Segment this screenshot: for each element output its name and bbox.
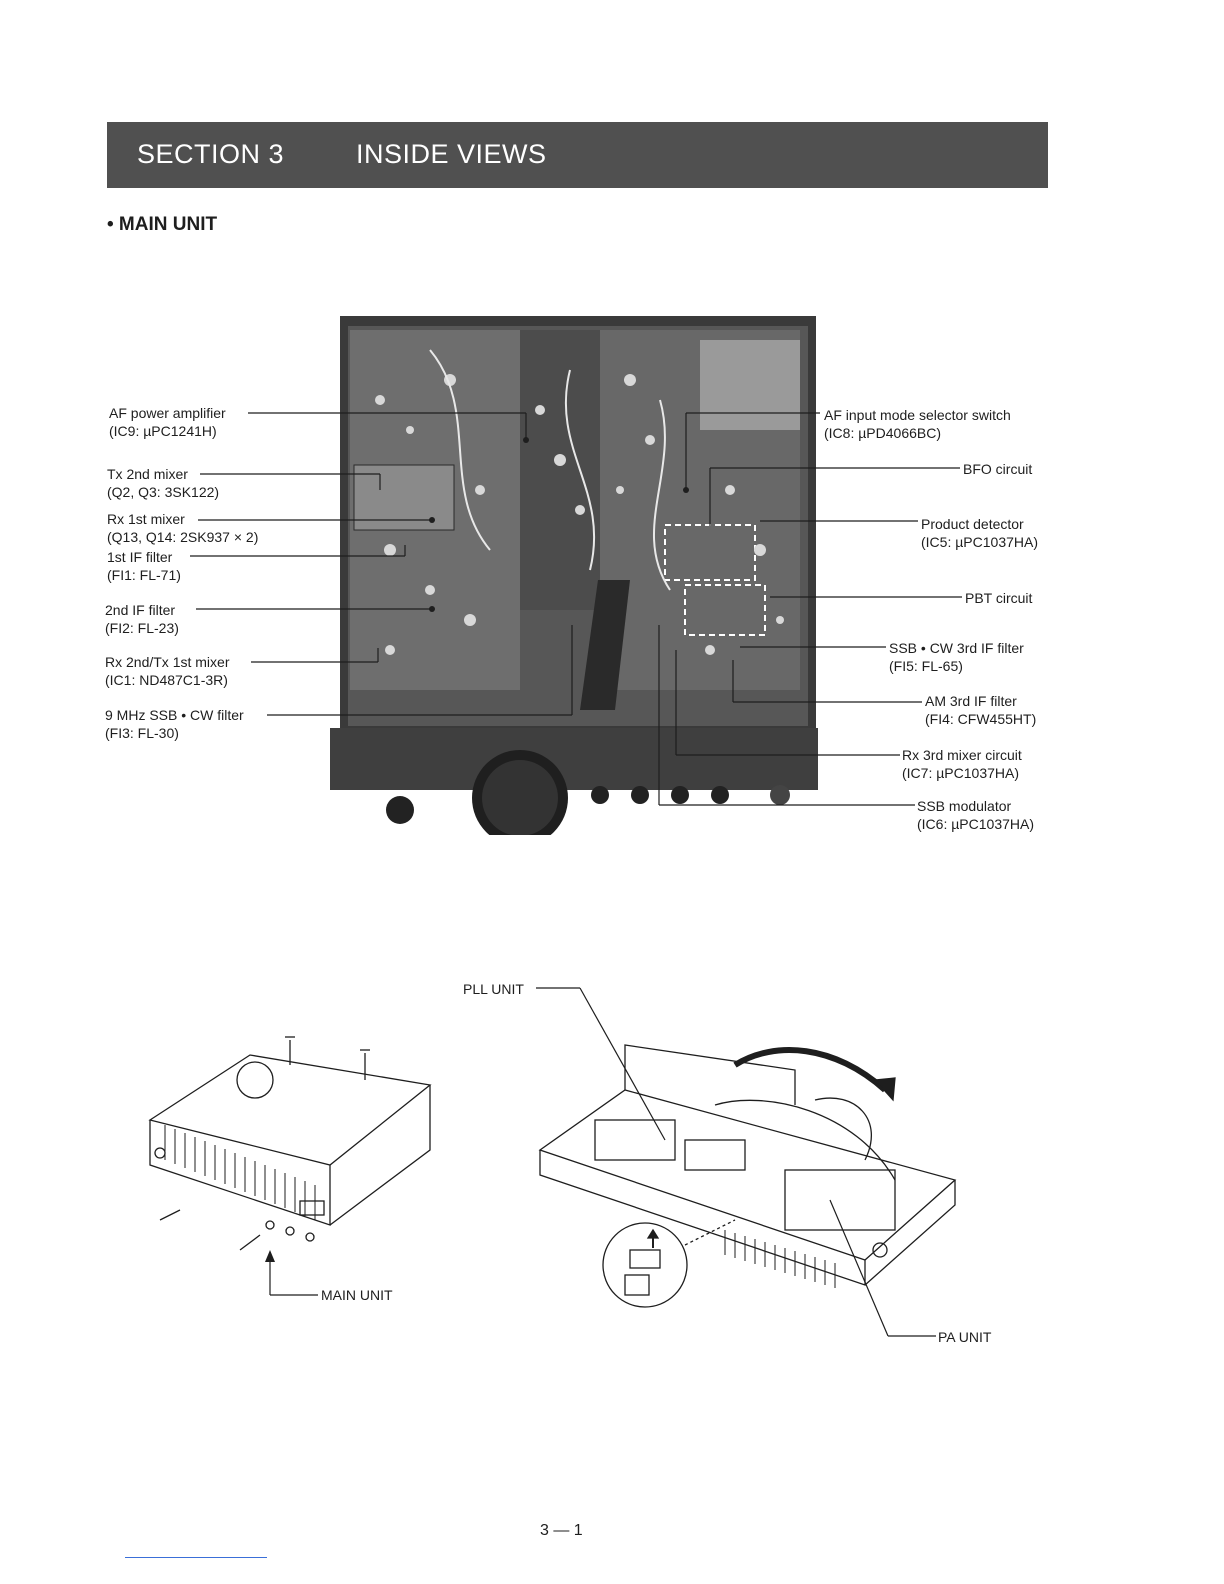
callout-af-input-mode-switch: AF input mode selector switch(IC8: µPD40… [824,407,1011,441]
section-title: INSIDE VIEWS [356,139,547,169]
pll-pa-drawing [538,1044,957,1308]
section-number: SECTION 3 [137,139,285,169]
callout-pbt-circuit: PBT circuit [965,590,1033,606]
callout-product-detector: Product detector(IC5: µPC1037HA) [921,516,1038,550]
label-pa-unit: PA UNIT [938,1329,992,1345]
callout-rx-1st-mixer: Rx 1st mixer(Q13, Q14: 2SK937 × 2) [107,511,259,545]
main-unit-photo [330,290,818,835]
callout-9mhz-ssb-cw-filter: 9 MHz SSB • CW filter(FI3: FL-30) [105,707,244,741]
callout-af-power-amplifier: AF power amplifier(IC9: µPC1241H) [109,405,226,439]
callout-bfo-circuit: BFO circuit [963,461,1033,477]
callout-2nd-if-filter: 2nd IF filter(FI2: FL-23) [105,602,179,636]
footer-rule [125,1557,267,1558]
callout-1st-if-filter: 1st IF filter(FI1: FL-71) [107,549,181,583]
label-pll-unit: PLL UNIT [463,981,524,997]
callout-rx2nd-tx1st-mixer: Rx 2nd/Tx 1st mixer(IC1: ND487C1-3R) [105,654,230,688]
page-number: 3 — 1 [540,1522,583,1539]
callout-rx-3rd-mixer: Rx 3rd mixer circuit(IC7: µPC1037HA) [902,747,1022,781]
callout-am-3rd-if-filter: AM 3rd IF filter(FI4: CFW455HT) [925,693,1037,727]
callout-ssb-modulator: SSB modulator(IC6: µPC1037HA) [917,798,1034,832]
main-unit-drawing [148,1036,432,1251]
callout-ssb-cw-3rd-if-filter: SSB • CW 3rd IF filter(FI5: FL-65) [889,640,1024,674]
section-banner: SECTION 3 INSIDE VIEWS [107,122,1048,188]
callout-tx-2nd-mixer: Tx 2nd mixer(Q2, Q3: 3SK122) [107,466,220,500]
main-unit-heading: • MAIN UNIT [107,214,218,235]
label-main-unit: MAIN UNIT [321,1287,393,1303]
